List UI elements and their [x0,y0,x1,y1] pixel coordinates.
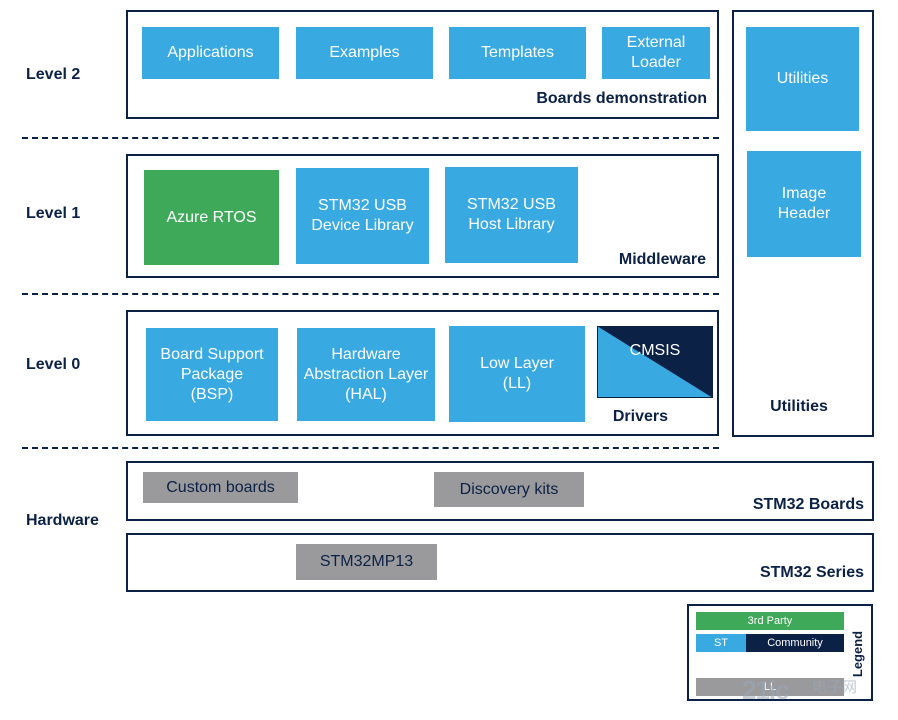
stm32-series-label: STM32 Series [759,564,864,581]
drivers-label: Drivers [612,408,668,425]
legend-third-party: 3rd Party [696,612,844,630]
legend-title: Legend [850,630,865,678]
cmsis-label: CMSIS [629,342,681,360]
ll-box: Low Layer (LL) [449,326,585,422]
watermark-logo: 21ic [742,675,790,705]
hardware-label: Hardware [26,512,99,529]
utilities-label: Utilities [770,398,828,415]
external-loader-box: External Loader [602,27,710,79]
level-2-label: Level 2 [26,66,81,83]
watermark-text: 电子网 [812,679,858,696]
separator-level-0-hw [22,447,719,449]
bsp-box: Board Support Package (BSP) [146,328,278,421]
middleware-label: Middleware [618,251,706,268]
applications-box: Applications [142,27,279,79]
examples-box: Examples [296,27,433,79]
utilities-box: Utilities [746,27,859,131]
separator-level-1-0 [22,293,719,295]
legend-community: Community [746,634,844,652]
azure-rtos-box: Azure RTOS [144,170,279,265]
custom-boards-box: Custom boards [143,472,298,503]
cmsis-split-shape [597,326,713,398]
discovery-kits-box: Discovery kits [434,472,584,507]
hal-box: Hardware Abstraction Layer (HAL) [297,328,435,421]
level-1-label: Level 1 [26,205,81,222]
separator-level-2-1 [22,137,719,139]
usb-device-library-box: STM32 USB Device Library [296,168,429,264]
stm32-boards-label: STM32 Boards [752,496,864,513]
cmsis-box: CMSIS [597,326,713,398]
stm32-series-frame [126,533,874,592]
level-0-label: Level 0 [26,356,81,373]
legend-st: ST [696,634,746,652]
stm32mp13-box: STM32MP13 [296,544,437,580]
image-header-box: Image Header [747,151,861,257]
boards-demonstration-label: Boards demonstration [536,90,707,107]
templates-box: Templates [449,27,586,79]
usb-host-library-box: STM32 USB Host Library [445,167,578,263]
legend-ll: LL [696,678,844,696]
legend-frame: 3rd Party ST Community LL Legend [687,604,873,701]
